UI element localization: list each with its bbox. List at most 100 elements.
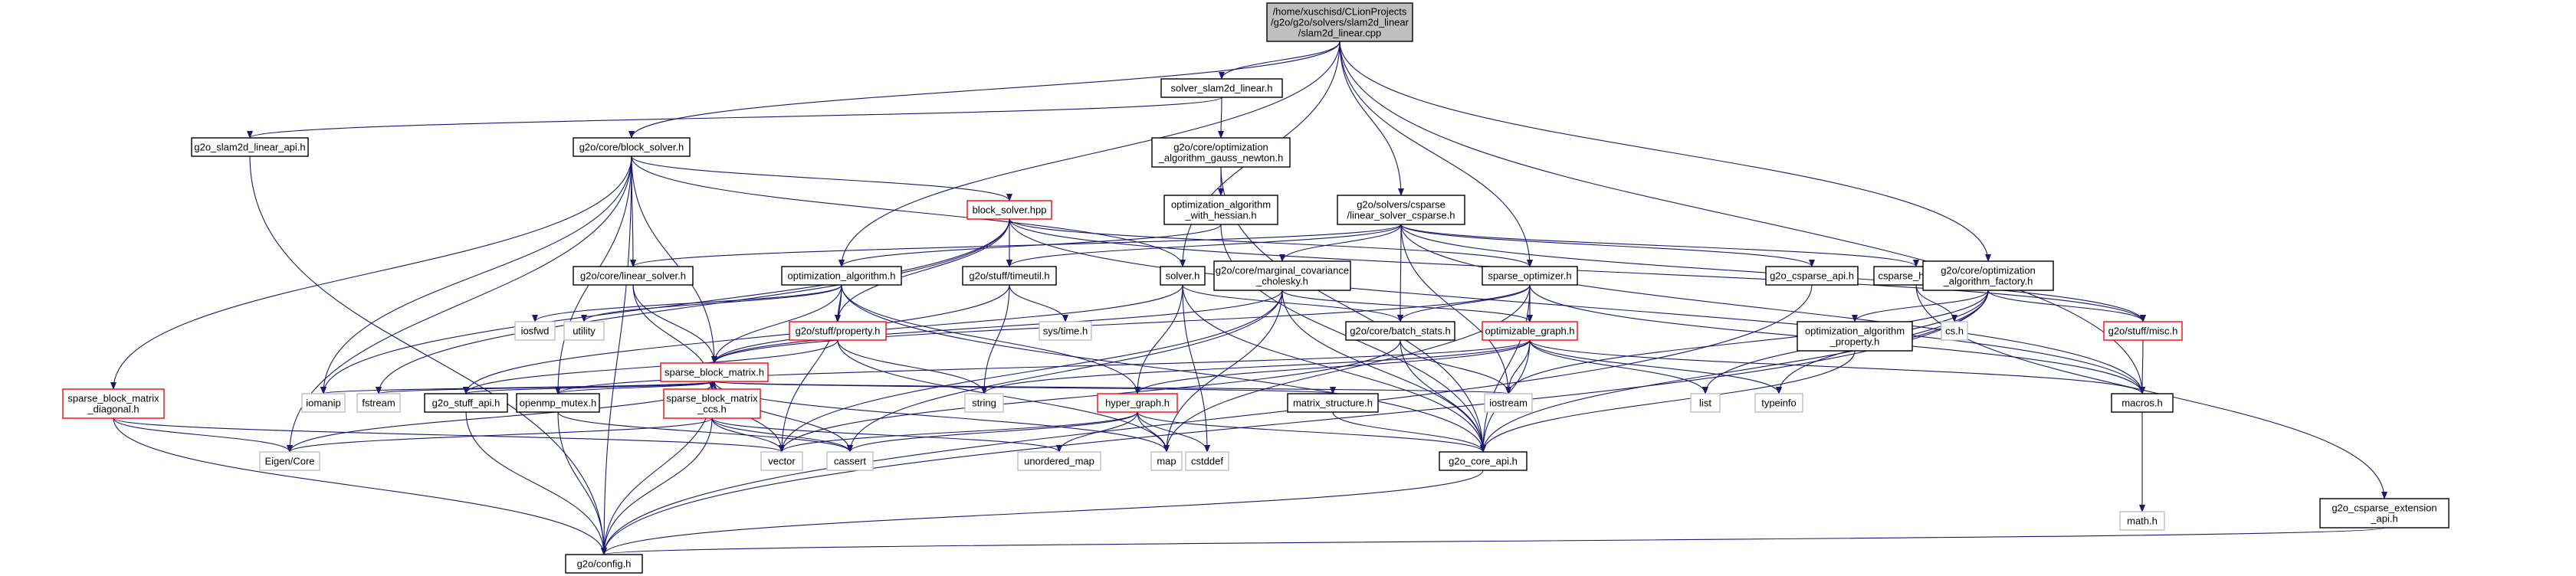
node-label: g2o/solvers/csparse xyxy=(1357,199,1446,211)
node-label: g2o_slam2d_linear_api.h xyxy=(194,142,305,153)
edge-optimization-algorithm-factory-h-to-g2o-core-api-h xyxy=(1480,290,1989,453)
node-hyper-graph-h[interactable]: hyper_graph.h xyxy=(1097,393,1178,413)
node-box xyxy=(826,451,874,471)
node-block-solver-hpp[interactable]: block_solver.hpp xyxy=(966,200,1052,220)
edge-solver-slam2d-linear-h-to-g2o-slam2d-linear-api-h xyxy=(247,97,1222,139)
node-box xyxy=(760,451,803,471)
node-g2o-stuff-api-h[interactable]: g2o_stuff_api.h xyxy=(424,393,508,413)
edge-marginal-covariance-cholesky-h-to-g2o-core-api-h xyxy=(1281,290,1486,453)
node-label: g2o/core/optimization xyxy=(1941,265,2036,277)
node-sparse-optimizer-h[interactable]: sparse_optimizer.h xyxy=(1482,266,1578,286)
edge-block-solver-h-to-config-h xyxy=(601,155,632,555)
node-g2o-csparse-extension-api-h[interactable]: g2o_csparse_extension_api.h xyxy=(2319,498,2450,529)
node-cassert[interactable]: cassert xyxy=(826,451,874,471)
node-block-solver-h[interactable]: g2o/core/block_solver.h xyxy=(573,137,691,157)
edge-g2o-slam2d-linear-api-h-to-config-h xyxy=(249,155,607,555)
node-label: g2o/core/marginal_covariance xyxy=(1216,265,1349,277)
node-optimization-algorithm-gauss-newton-h[interactable]: g2o/core/optimization_algorithm_gauss_ne… xyxy=(1151,137,1291,168)
node-label: typeinfo xyxy=(1761,398,1797,409)
node-sparse-block-matrix-ccs-h[interactable]: sparse_block_matrix_ccs.h xyxy=(663,388,761,419)
node-box xyxy=(424,393,508,413)
node-matrix-structure-h[interactable]: matrix_structure.h xyxy=(1287,393,1379,413)
node-iomanip[interactable]: iomanip xyxy=(301,393,346,413)
edge-hyper-graph-h-to-vector xyxy=(779,411,1138,453)
node-optimizable-graph-h[interactable]: optimizable_graph.h xyxy=(1482,321,1578,341)
node-slam2d-linear[interactable]: /home/xuschisd/CLionProjects/g2o/g2o/sol… xyxy=(1266,2,1413,42)
node-box xyxy=(62,388,165,419)
edge-g2o-csparse-api-h-to-config-h xyxy=(601,284,1813,555)
node-solver-h[interactable]: solver.h xyxy=(1160,266,1206,286)
node-string[interactable]: string xyxy=(964,393,1004,413)
node-g2o-core-api-h[interactable]: g2o_core_api.h xyxy=(1439,451,1528,471)
node-g2o-slam2d-linear-api-h[interactable]: g2o_slam2d_linear_api.h xyxy=(191,137,309,157)
edge-solver-h-to-hyper-graph-h xyxy=(1134,284,1183,394)
node-optimization-algorithm-property-h[interactable]: optimization_algorithm_property.h xyxy=(1797,321,1913,352)
node-label: g2o/core/block_solver.h xyxy=(579,142,684,153)
node-g2o-csparse-api-h[interactable]: g2o_csparse_api.h xyxy=(1765,266,1859,286)
edge-optimizable-graph-h-to-string xyxy=(981,339,1531,394)
node-label: g2o_core_api.h xyxy=(1449,456,1518,467)
node-optimization-algorithm-h[interactable]: optimization_algorithm.h xyxy=(781,266,902,286)
node-label: _property.h xyxy=(1829,336,1880,348)
node-map[interactable]: map xyxy=(1150,451,1183,471)
node-label: g2o_csparse_extension xyxy=(2332,502,2437,514)
node-optimization-algorithm-factory-h[interactable]: g2o/core/optimization_algorithm_factory.… xyxy=(1922,260,2054,291)
node-box xyxy=(1765,266,1859,286)
node-box xyxy=(1163,195,1278,225)
node-macros-h[interactable]: macros.h xyxy=(2111,393,2174,413)
node-openmp-mutex-h[interactable]: openmp_mutex.h xyxy=(516,393,600,413)
node-iostream[interactable]: iostream xyxy=(1484,393,1533,413)
node-box xyxy=(789,321,887,341)
node-iosfwd[interactable]: iosfwd xyxy=(514,321,556,341)
node-label: solver_slam2d_linear.h xyxy=(1171,83,1273,94)
node-sys-time-h[interactable]: sys/time.h xyxy=(1039,321,1092,341)
node-box xyxy=(259,451,320,471)
node-label: _ccs.h xyxy=(697,404,727,415)
node-sparse-block-matrix-h[interactable]: sparse_block_matrix.h xyxy=(660,362,769,382)
node-linear-solver-csparse-h[interactable]: g2o/solvers/csparse/linear_solver_cspars… xyxy=(1337,195,1465,225)
node-label: iosfwd xyxy=(521,326,550,337)
node-misc-h[interactable]: g2o/stuff/misc.h xyxy=(2103,321,2183,341)
node-box xyxy=(1017,451,1101,471)
node-label: iostream xyxy=(1489,398,1528,409)
node-fstream[interactable]: fstream xyxy=(356,393,401,413)
node-label: list xyxy=(1699,398,1711,409)
node-batch-stats-h[interactable]: g2o/core/batch_stats.h xyxy=(1345,321,1455,341)
node-cs-h[interactable]: cs.h xyxy=(1941,321,1968,341)
node-label: vector xyxy=(768,456,796,467)
node-timeutil-h[interactable]: g2o/stuff/timeutil.h xyxy=(962,266,1057,286)
edge-linear-solver-csparse-h-to-batch-stats-h xyxy=(1397,224,1404,322)
node-property-h[interactable]: g2o/stuff/property.h xyxy=(789,321,887,341)
edge-block-solver-h-to-block-solver-hpp xyxy=(631,155,1012,201)
node-box xyxy=(1797,321,1913,352)
node-eigen-core[interactable]: Eigen/Core xyxy=(259,451,320,471)
node-marginal-covariance-cholesky-h[interactable]: g2o/core/marginal_covariance_cholesky.h xyxy=(1213,260,1351,291)
node-utility[interactable]: utility xyxy=(563,321,605,341)
node-config-h[interactable]: g2o/config.h xyxy=(565,554,643,574)
node-solver-slam2d-linear-h[interactable]: solver_slam2d_linear.h xyxy=(1160,78,1283,98)
node-unordered-map[interactable]: unordered_map xyxy=(1017,451,1101,471)
node-optimization-algorithm-with-hessian-h[interactable]: optimization_algorithm_with_hessian.h xyxy=(1163,195,1278,225)
node-label: _diagonal.h xyxy=(87,404,139,415)
edge-optimizable-graph-h-to-list xyxy=(1529,339,1708,394)
edge-optimizable-graph-h-to-openmp-mutex-h xyxy=(555,339,1531,394)
edge-hyper-graph-h-to-g2o-core-api-h xyxy=(1137,411,1486,453)
edge-optimization-algorithm-factory-h-to-misc-h xyxy=(1987,290,2146,322)
node-box xyxy=(1482,321,1578,341)
node-box xyxy=(1213,260,1351,291)
node-box xyxy=(1690,393,1721,413)
node-sparse-block-matrix-diagonal-h[interactable]: sparse_block_matrix_diagonal.h xyxy=(62,388,165,419)
node-typeinfo[interactable]: typeinfo xyxy=(1754,393,1803,413)
node-math-h[interactable]: math.h xyxy=(2119,511,2165,531)
node-label: _cholesky.h xyxy=(1255,276,1308,287)
edge-sparse-block-matrix-diagonal-h-to-config-h xyxy=(113,417,607,555)
edge-linear-solver-csparse-h-to-linear-solver-h xyxy=(630,224,1402,267)
node-linear-solver-h[interactable]: g2o/core/linear_solver.h xyxy=(573,266,694,286)
node-label: _with_hessian.h xyxy=(1184,210,1256,221)
node-box xyxy=(573,137,691,157)
edge-sparse-block-matrix-diagonal-h-to-vector xyxy=(113,417,785,453)
node-vector[interactable]: vector xyxy=(760,451,803,471)
node-list[interactable]: list xyxy=(1690,393,1721,413)
node-cstddef[interactable]: cstddef xyxy=(1185,451,1229,471)
node-label: hyper_graph.h xyxy=(1105,398,1170,409)
